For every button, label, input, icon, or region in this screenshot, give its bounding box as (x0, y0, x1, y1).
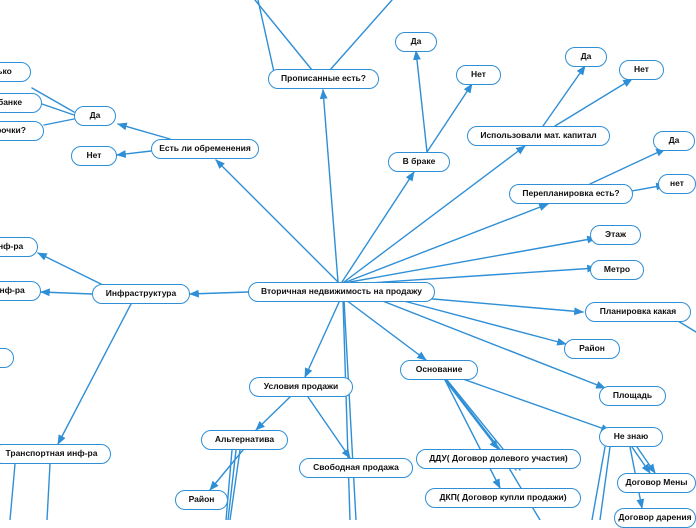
connector-line-33 (46, 463, 51, 520)
node-obremenenie[interactable]: Есть ли обременения (151, 139, 259, 159)
connector-line-12 (304, 299, 341, 378)
connector-line-2 (215, 159, 339, 283)
node-alternativa-rayon[interactable]: Район (175, 490, 228, 510)
connector-line-20 (426, 83, 473, 153)
connector-line-1 (319, 89, 339, 283)
connector-line-23 (589, 148, 666, 185)
node-infrastruktura[interactable]: Инфраструктура (92, 284, 190, 304)
node-rayon[interactable]: Район (564, 339, 620, 359)
node-pereplan-net[interactable]: нет (658, 174, 696, 194)
node-obremenenie-da[interactable]: Да (74, 106, 116, 126)
node-matcap[interactable]: Использовали мат. капитал (467, 126, 610, 146)
connector-line-13 (345, 299, 427, 361)
node-matcap-net[interactable]: Нет (619, 60, 664, 80)
node-v-brake-da[interactable]: Да (395, 32, 437, 52)
connector-line-47 (636, 446, 656, 474)
node-obremenenie-child-3[interactable]: рочки? (0, 121, 44, 141)
node-infrastruktura-child-2[interactable]: инф-ра (0, 281, 41, 301)
node-dkp[interactable]: ДКП( Договор купли продажи) (425, 488, 581, 508)
connector-line-27 (31, 87, 75, 113)
connector-line-28 (41, 103, 75, 116)
node-infrastruktura-child-3[interactable] (0, 348, 14, 368)
connector-line-10 (379, 299, 606, 389)
connector-line-8 (409, 296, 584, 316)
node-obremenenie-child-1[interactable]: ько (0, 62, 31, 82)
connector-line-41 (444, 379, 499, 450)
connector-line-19 (413, 50, 428, 153)
connector-line-16 (254, 0, 313, 71)
node-matcap-da[interactable]: Да (565, 47, 607, 67)
connector-line-14 (342, 299, 351, 520)
connector-line-26 (116, 150, 152, 158)
connector-line-15 (343, 299, 357, 520)
connector-line-36 (307, 396, 351, 459)
node-obremenenie-net[interactable]: Нет (71, 146, 117, 166)
node-planirovka[interactable]: Планировка какая (585, 302, 691, 322)
connector-line-38 (229, 449, 241, 520)
connector-line-35 (255, 396, 291, 431)
connector-line-42 (444, 379, 501, 489)
connector-line-30 (37, 252, 106, 287)
node-dogovor-dareniya[interactable]: Договор дарения (614, 508, 696, 528)
connector-line-17 (329, 0, 393, 71)
connector-line-34 (9, 463, 16, 520)
node-ne-znayu[interactable]: Не знаю (599, 427, 663, 447)
root-node[interactable]: Вторичная недвижимость на продажу (248, 282, 435, 302)
connector-line-6 (349, 235, 597, 283)
node-dogovor-meny[interactable]: Договор Мены (617, 473, 696, 493)
node-v-brake[interactable]: В браке (388, 152, 450, 172)
node-transport[interactable]: Транспортная инф-ра (0, 444, 111, 464)
connector-line-40 (225, 449, 233, 520)
node-ddu[interactable]: ДДУ( Договор долевого участия) (416, 449, 581, 469)
connector-line-18 (257, 0, 275, 73)
node-infrastruktura-child-1[interactable]: инф-ра (0, 237, 38, 257)
connector-line-37 (209, 449, 244, 491)
connector-line-50 (591, 446, 606, 520)
node-obremenenie-child-2[interactable]: банке (0, 93, 42, 113)
connector-line-21 (542, 65, 586, 127)
connector-line-48 (631, 446, 651, 474)
node-metro[interactable]: Метро (590, 260, 644, 280)
node-ploshchad[interactable]: Площадь (599, 386, 666, 406)
connector-line-11 (189, 289, 249, 298)
node-pereplan[interactable]: Перепланировка есть? (509, 184, 633, 204)
node-v-brake-net[interactable]: Нет (456, 65, 501, 85)
connector-line-3 (341, 171, 415, 283)
connector-line-5 (345, 203, 549, 283)
connector-line-52 (677, 320, 696, 333)
node-osnovanie[interactable]: Основание (400, 360, 478, 380)
node-usloviya-prodazhi[interactable]: Условия продажи (249, 377, 353, 397)
connector-line-31 (40, 288, 93, 297)
connector-line-29 (43, 118, 75, 126)
node-etazh[interactable]: Этаж (590, 225, 641, 245)
node-pereplan-da[interactable]: Да (653, 131, 695, 151)
connector-line-25 (117, 122, 171, 140)
connector-line-43 (459, 377, 611, 432)
connector-line-22 (554, 78, 633, 127)
connector-line-32 (57, 303, 132, 445)
connector-line-51 (599, 446, 611, 520)
node-propisannye[interactable]: Прописанные есть? (268, 69, 379, 89)
connector-line-39 (227, 449, 237, 520)
connector-line-7 (353, 264, 597, 285)
node-svobodnaya-prodazha[interactable]: Свободная продажа (299, 458, 413, 478)
connector-line-4 (343, 145, 526, 283)
connector-line-9 (399, 299, 567, 346)
node-alternativa[interactable]: Альтернатива (201, 430, 288, 450)
